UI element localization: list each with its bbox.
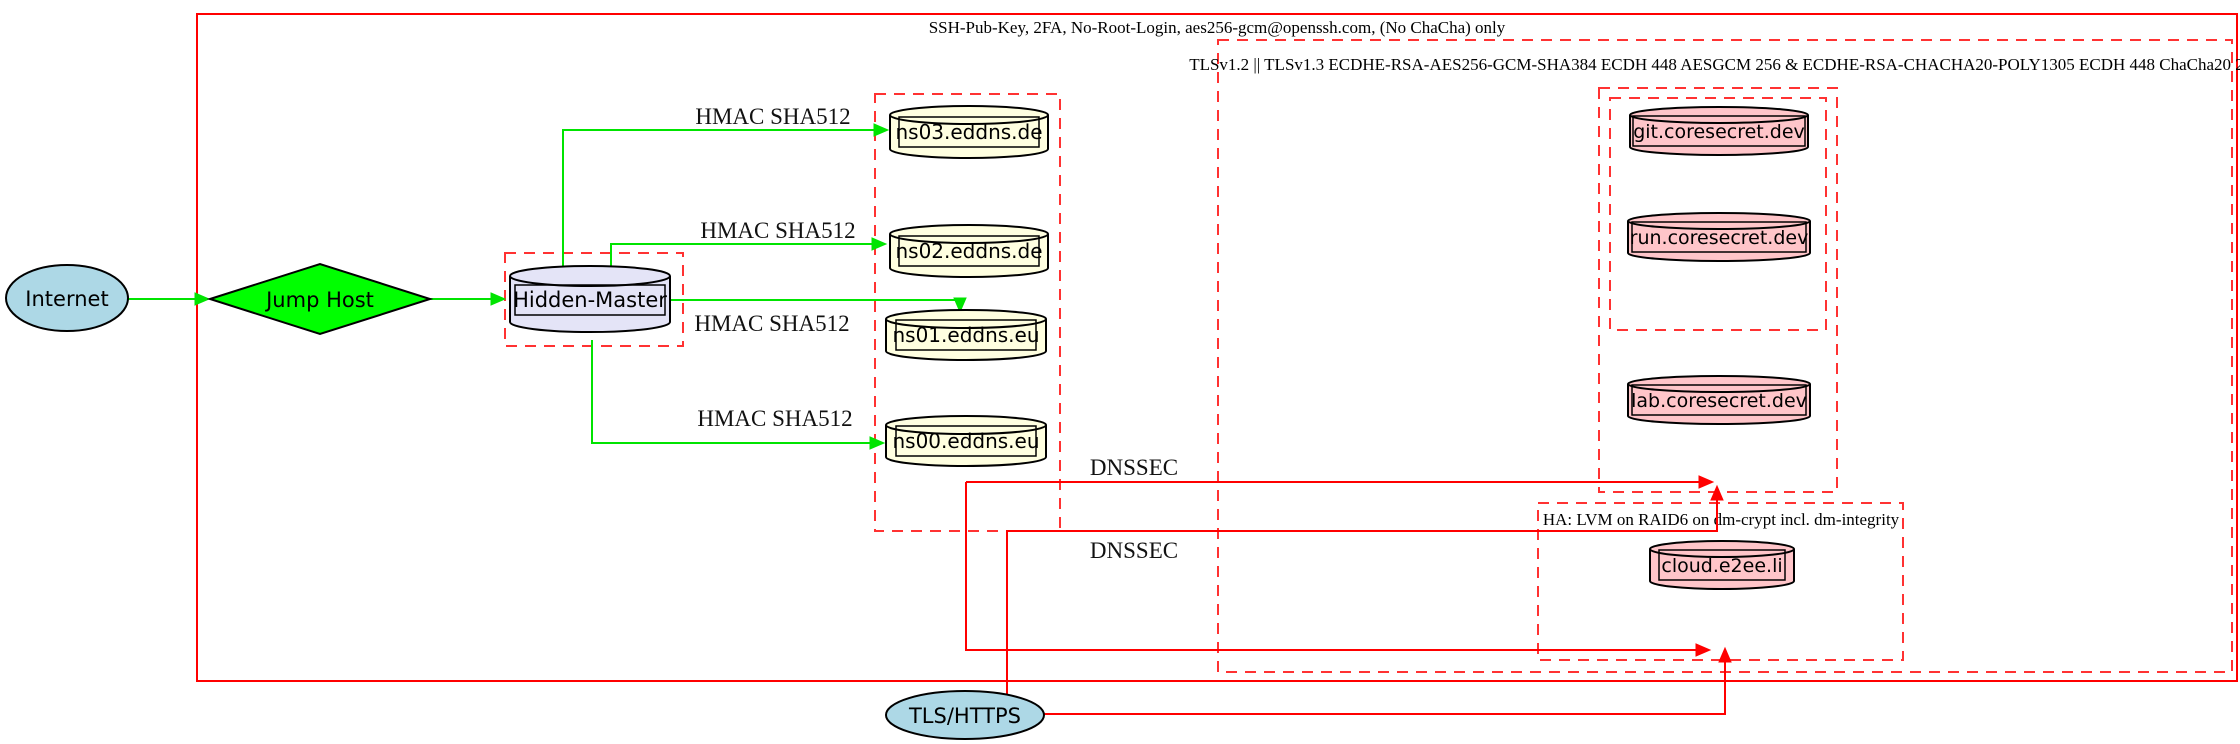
node-git-coresecret: git.coresecret.dev	[1629, 106, 1809, 156]
node-ns02-label: ns02.eddns.de	[895, 239, 1042, 263]
ns01-cylinder	[885, 309, 1047, 361]
jump-host-diamond	[206, 262, 434, 336]
edge-nameservers-ha-line	[965, 482, 1696, 651]
edge-hiddenmaster-ns00-line	[591, 340, 870, 444]
arrowhead-icon	[1695, 643, 1712, 657]
git-label-box	[1632, 115, 1806, 147]
cluster-ssh-border	[196, 13, 2238, 682]
ns00-cylinder-rim	[885, 424, 1047, 435]
node-hidden-master: Hidden-Master	[509, 265, 671, 333]
node-ns01-label: ns01.eddns.eu	[892, 323, 1039, 347]
edge-label-hmac-ns03: HMAC SHA512	[695, 104, 850, 129]
node-jump-host-label: Jump Host	[264, 288, 374, 312]
node-ns03: ns03.eddns.de	[889, 105, 1049, 159]
node-run-coresecret: run.coresecret.dev	[1627, 212, 1811, 262]
edge-nameservers-coresecret: DNSSEC	[966, 455, 1715, 489]
edge-hiddenmaster-ns03-line	[562, 129, 874, 266]
tls-https-ellipse	[885, 690, 1045, 740]
node-tls-https-label: TLS/HTTPS	[908, 704, 1021, 728]
node-cloud-label: cloud.e2ee.li	[1661, 555, 1782, 577]
cloud-cylinder	[1649, 540, 1795, 590]
cluster-ssh-label: SSH-Pub-Key, 2FA, No-Root-Login, aes256-…	[929, 18, 1506, 37]
node-git-label: git.coresecret.dev	[1633, 121, 1805, 143]
cluster-ha-label: HA: LVM on RAID6 on dm-crypt incl. dm-in…	[1543, 510, 1900, 529]
arrowhead-icon	[194, 292, 211, 306]
arrowhead-icon	[869, 436, 886, 450]
edge-hiddenmaster-ns01: HMAC SHA512	[670, 297, 967, 336]
node-lab-coresecret: lab.coresecret.dev	[1627, 375, 1811, 425]
node-hidden-master-label: Hidden-Master	[513, 288, 667, 312]
edge-tlshttps-ha-line	[1043, 662, 1726, 715]
edge-label-dnssec-ha: DNSSEC	[1090, 538, 1178, 563]
node-cloud-e2ee: cloud.e2ee.li	[1649, 540, 1795, 590]
git-cylinder	[1629, 106, 1809, 156]
arrowhead-icon	[1710, 484, 1724, 501]
cluster-nameservers-border	[874, 93, 1061, 532]
cluster-coresecret-inner-border	[1609, 97, 1827, 331]
run-cylinder	[1627, 212, 1811, 262]
edge-internet-jumphost	[127, 292, 211, 306]
edge-hiddenmaster-ns02-line	[610, 243, 872, 266]
arrowhead-icon	[1698, 475, 1715, 489]
arrowhead-icon	[953, 297, 967, 314]
edge-label-hmac-ns01: HMAC SHA512	[694, 311, 849, 336]
node-jump-host: Jump Host	[206, 262, 434, 336]
node-run-label: run.coresecret.dev	[1630, 227, 1809, 249]
cluster-ssh: SSH-Pub-Key, 2FA, No-Root-Login, aes256-…	[196, 13, 2238, 682]
ns01-label-box	[895, 319, 1037, 351]
lab-cylinder-rim	[1627, 383, 1811, 393]
hidden-master-label-box	[514, 284, 666, 316]
hidden-master-cylinder-rim	[509, 275, 671, 287]
node-tls-https: TLS/HTTPS	[885, 690, 1045, 740]
edge-hiddenmaster-ns02: HMAC SHA512	[610, 218, 888, 266]
cluster-tls-label: TLSv1.2 || TLSv1.3 ECDHE-RSA-AES256-GCM-…	[1189, 55, 2240, 74]
node-ns03-label: ns03.eddns.de	[895, 120, 1042, 144]
ns02-label-box	[898, 235, 1040, 267]
ns00-cylinder	[885, 415, 1047, 467]
arrowhead-icon	[490, 292, 507, 306]
ns03-label-box	[898, 116, 1040, 148]
edge-hiddenmaster-ns03: HMAC SHA512	[562, 104, 890, 266]
edge-tlshttps-coresecret	[1006, 484, 1724, 695]
edge-hiddenmaster-ns00: HMAC SHA512	[591, 340, 886, 450]
node-ns00: ns00.eddns.eu	[885, 415, 1047, 467]
edge-tlshttps-coresecret-line	[1006, 500, 1718, 695]
ns02-cylinder	[889, 224, 1049, 278]
lab-label-box	[1631, 384, 1807, 416]
arrowhead-icon	[873, 123, 890, 137]
edge-jumphost-hiddenmaster	[430, 292, 507, 306]
ns01-cylinder-rim	[885, 318, 1047, 329]
arrowhead-icon	[1718, 646, 1732, 663]
edge-label-hmac-ns00: HMAC SHA512	[697, 406, 852, 431]
edge-label-hmac-ns02: HMAC SHA512	[700, 218, 855, 243]
edge-nameservers-ha: DNSSEC	[965, 482, 1712, 657]
node-ns02: ns02.eddns.de	[889, 224, 1049, 278]
lab-cylinder	[1627, 375, 1811, 425]
node-ns00-label: ns00.eddns.eu	[892, 429, 1039, 453]
node-ns01: ns01.eddns.eu	[885, 309, 1047, 361]
node-lab-label: lab.coresecret.dev	[1631, 390, 1807, 412]
git-cylinder-rim	[1629, 114, 1809, 124]
run-cylinder-rim	[1627, 220, 1811, 230]
node-internet-label: Internet	[25, 287, 108, 311]
cloud-cylinder-rim	[1649, 548, 1795, 558]
edge-label-dnssec-coresecret: DNSSEC	[1090, 455, 1178, 480]
ns00-label-box	[895, 425, 1037, 457]
internet-ellipse	[5, 264, 129, 332]
edge-tlshttps-ha	[1043, 646, 1732, 715]
ns03-cylinder	[889, 105, 1049, 159]
cloud-label-box	[1658, 549, 1786, 581]
arrowhead-icon	[871, 237, 888, 251]
run-label-box	[1631, 221, 1807, 253]
node-internet: Internet	[5, 264, 129, 332]
